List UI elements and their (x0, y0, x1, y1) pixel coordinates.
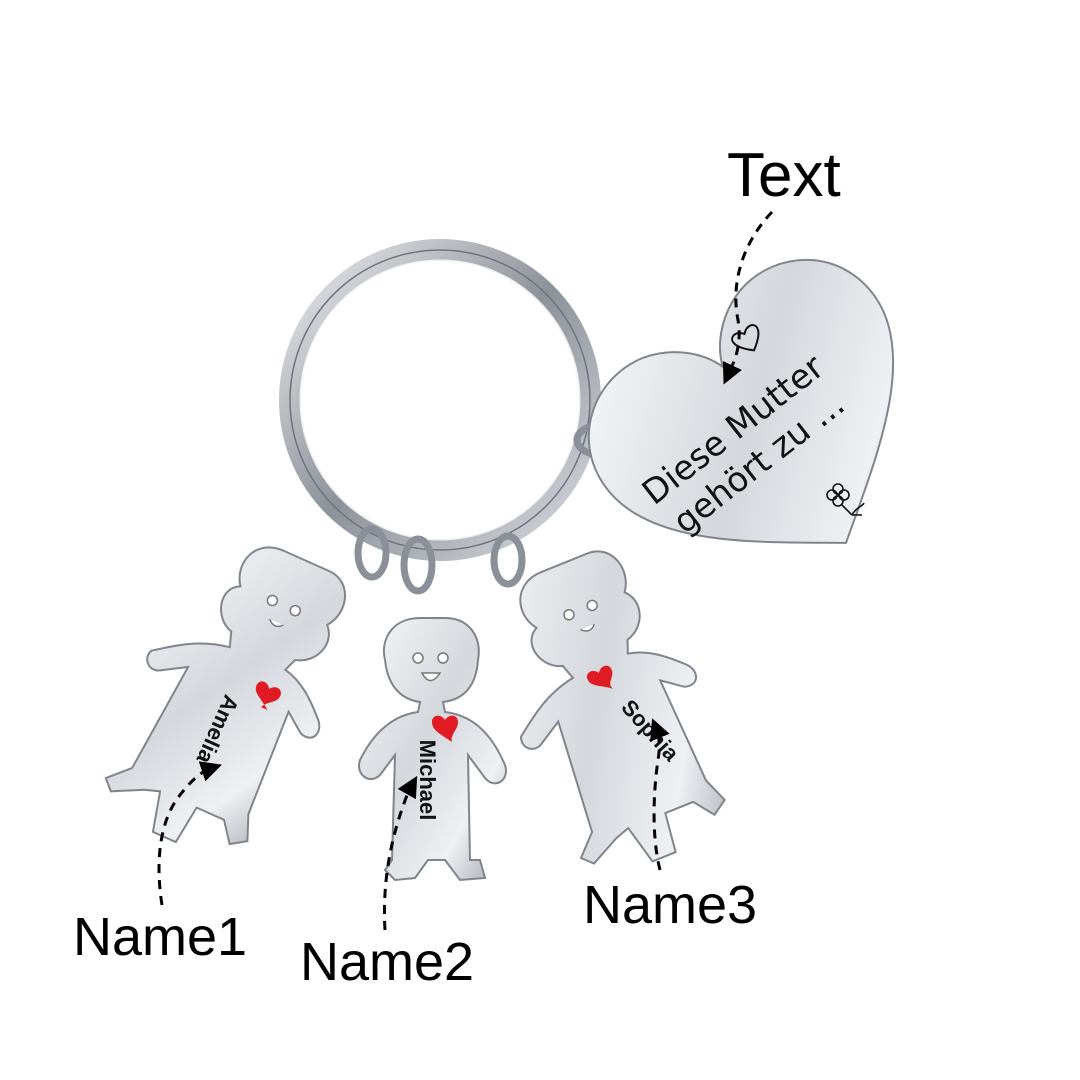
red-heart-icon (432, 715, 458, 742)
callout-arrows (157, 210, 774, 931)
red-heart-icon (255, 681, 281, 710)
charm-engraving-michael: Michael (415, 740, 440, 821)
callout-text-label: Text (727, 141, 841, 210)
split-key-ring (279, 239, 601, 561)
small-heart-icon (731, 324, 760, 352)
red-heart-icon (587, 665, 613, 689)
name1-arrow (157, 761, 222, 906)
girl-charm-left: Amelia (104, 546, 347, 846)
callout-name2-label: Name2 (300, 932, 475, 992)
callout-name1-label: Name1 (73, 907, 248, 967)
name3-arrow (650, 718, 670, 871)
boy-charm-center: Michael (358, 617, 507, 882)
girl-charm-right: Sophia (519, 550, 726, 865)
name2-arrow (382, 775, 418, 931)
flower-icon (826, 483, 865, 516)
callout-name3-label: Name3 (583, 875, 758, 935)
